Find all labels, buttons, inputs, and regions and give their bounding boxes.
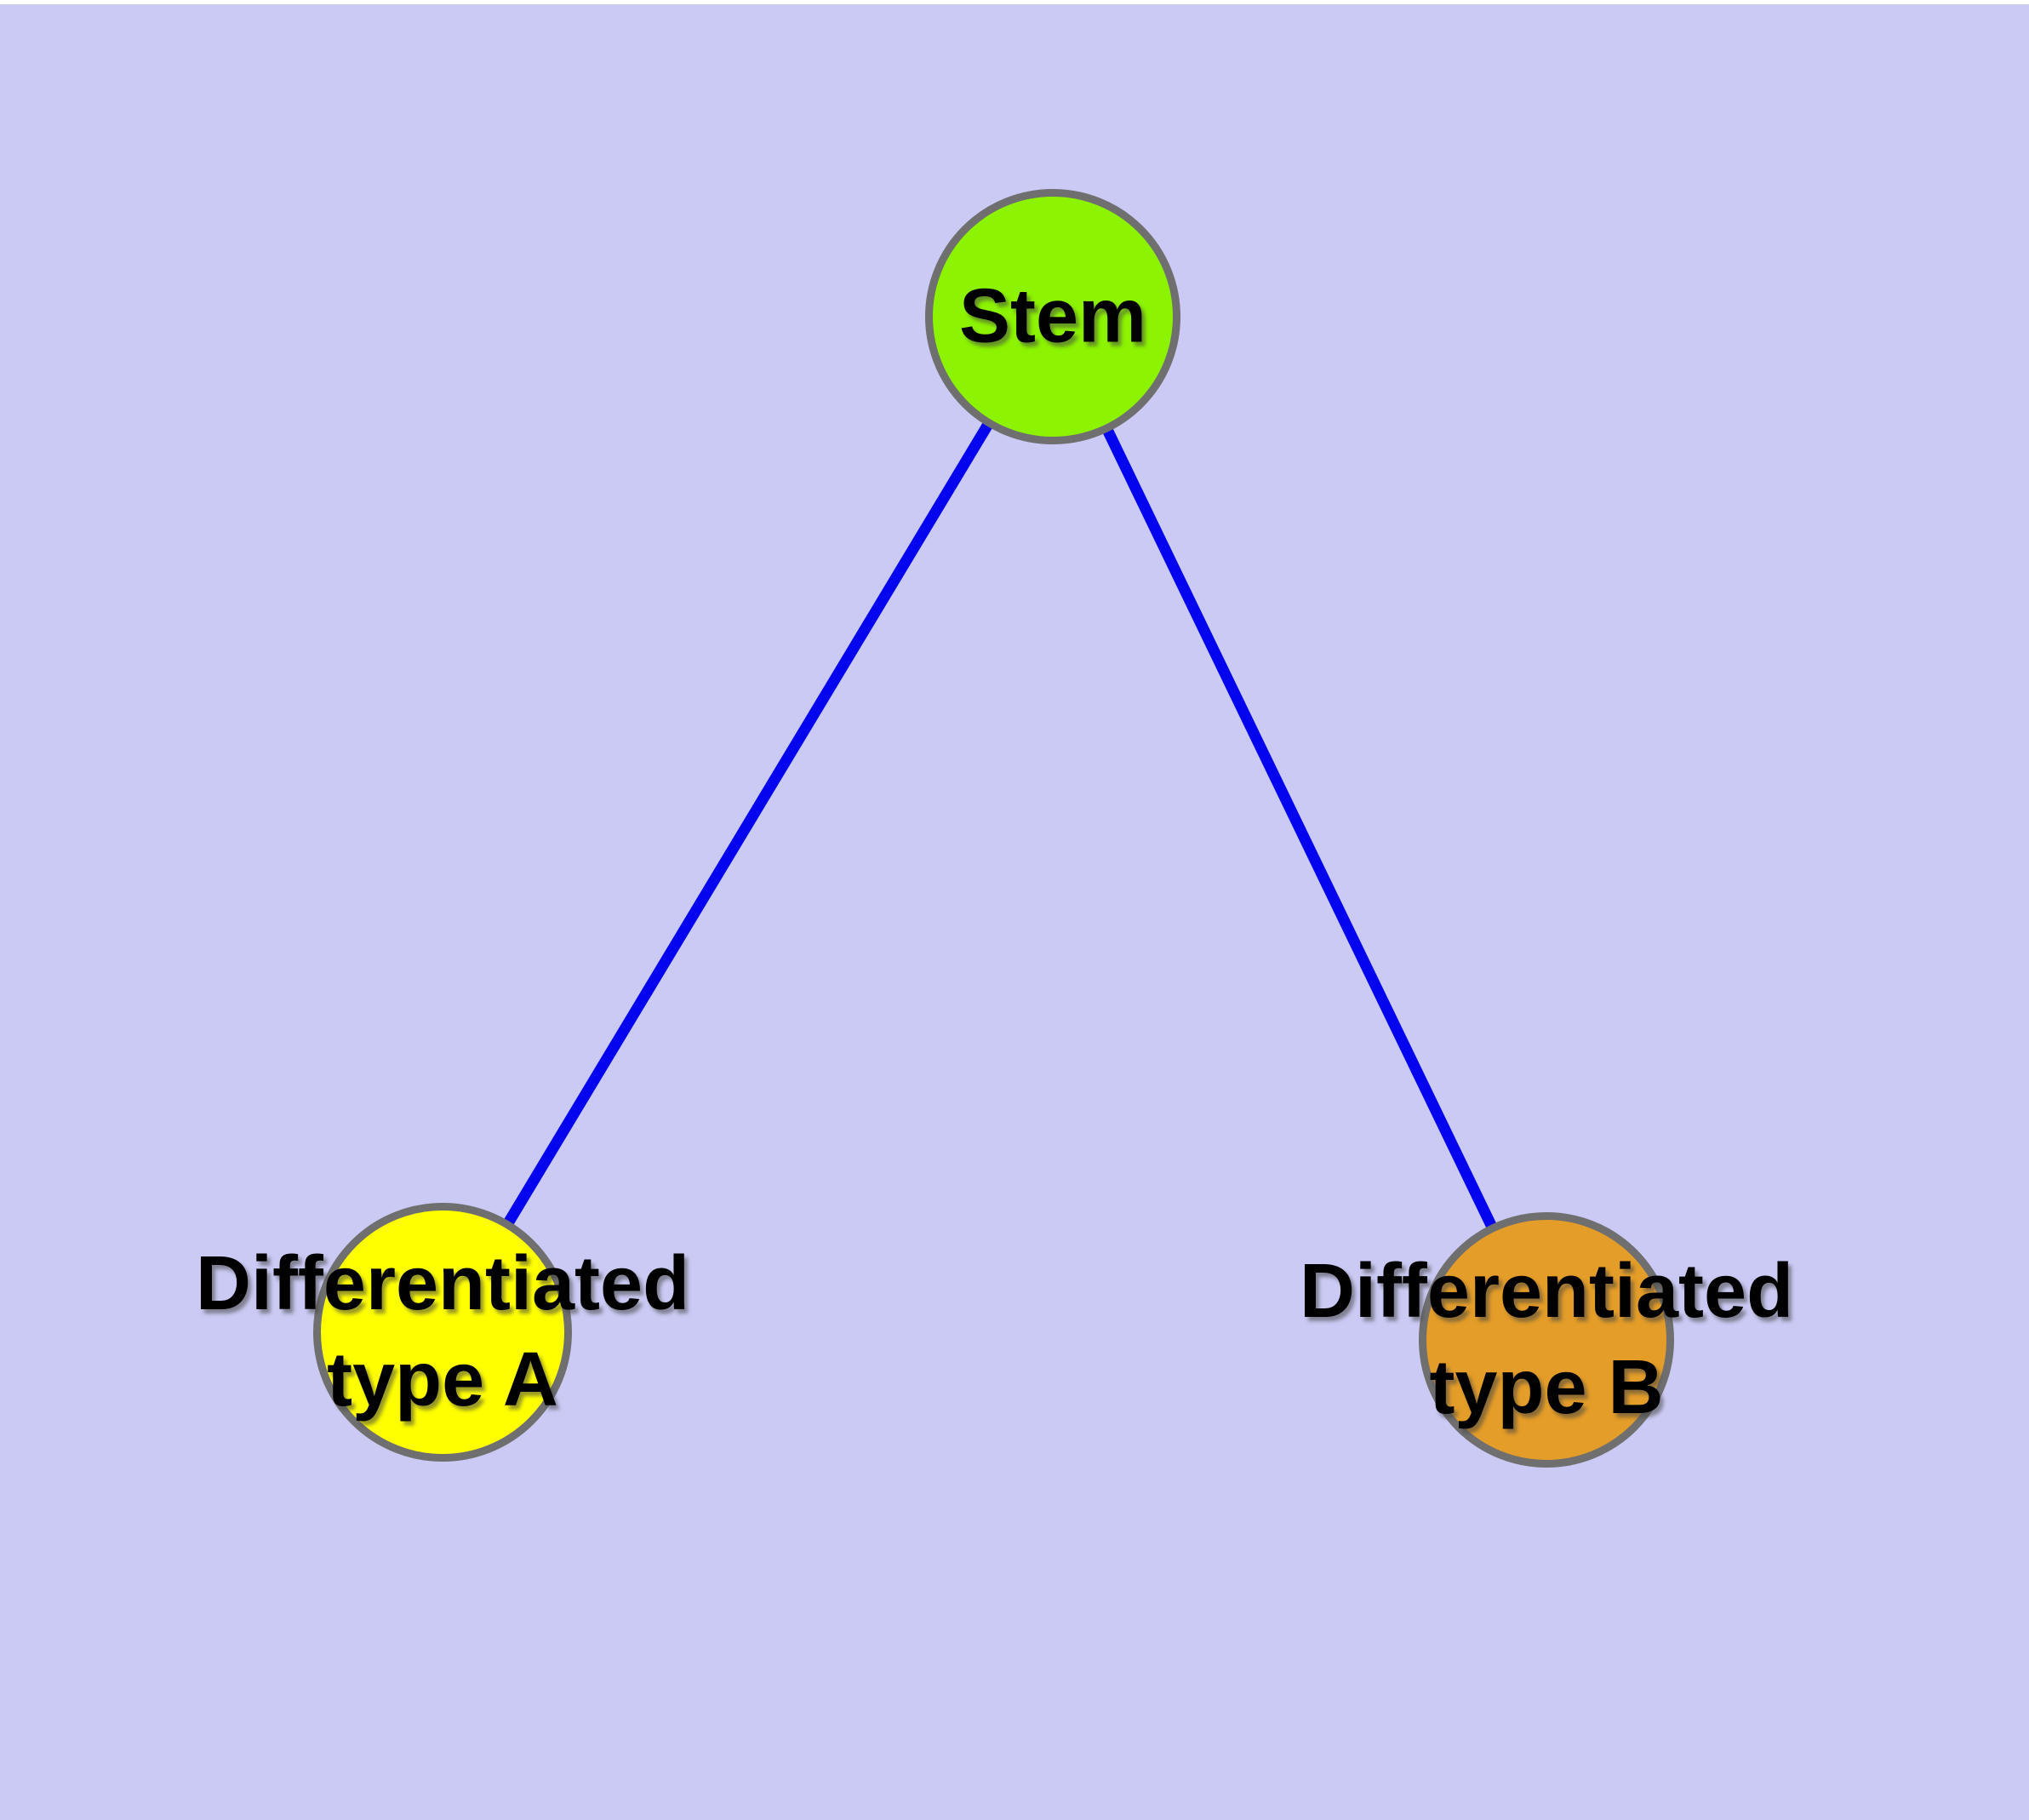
edge-stem-to-type-a — [437, 313, 1058, 1336]
edge-stem-to-type-b — [1048, 314, 1552, 1342]
top-margin — [0, 0, 2029, 4]
node-type-a-circle — [313, 1203, 572, 1462]
node-type-b-circle — [1419, 1212, 1674, 1468]
node-stem-circle — [925, 189, 1180, 444]
